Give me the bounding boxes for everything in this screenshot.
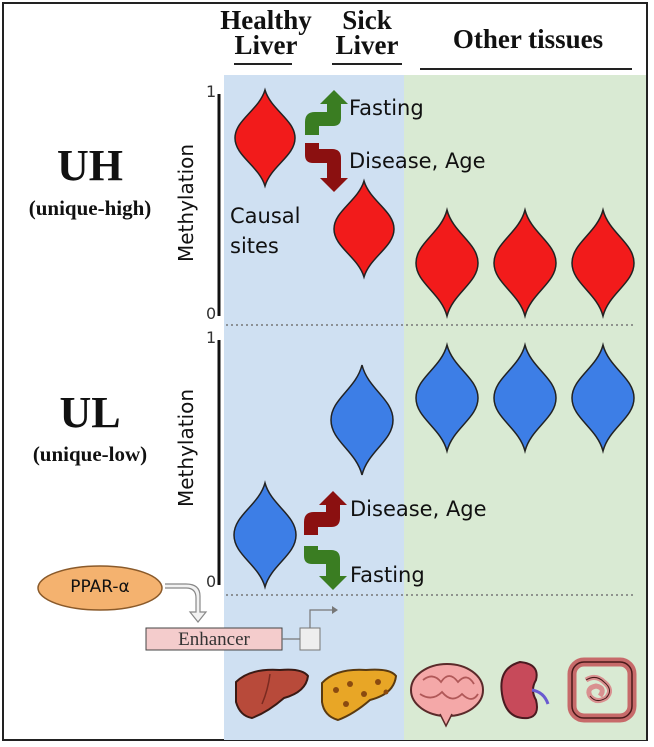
transcription-start-arrow [309,609,332,628]
uh-disease-down-arrow [305,143,348,192]
ul-kidney-shape [493,342,557,454]
gene-box [299,627,321,651]
figure-frame [2,2,648,741]
uh-fasting-up-arrow [305,90,348,135]
header-sick-underline [332,63,402,65]
ul-intestine-shape [571,342,635,454]
intestine-icon [567,657,637,723]
header-sick-line1: Sick [342,5,392,35]
uh-healthy-liver-shape [234,87,296,189]
ul-brain-shape [415,342,479,454]
uh-subtitle: (unique-high) [28,196,152,220]
uh-kidney-shape [493,207,557,319]
causal-line2: sites [230,234,279,258]
ul-disease-age-label: Disease, Age [350,497,487,521]
uh-axis-min: 0 [206,304,217,323]
uh-brain-shape [415,207,479,319]
ul-fasting-down-arrow [304,546,347,590]
ul-axis-min: 0 [206,572,217,591]
ul-title: UL [59,388,121,437]
ul-subtitle: (unique-low) [32,442,148,466]
uh-sick-liver-shape [333,178,395,280]
liver-healthy-icon [235,668,310,720]
ul-fasting-label: Fasting [350,563,425,587]
header-healthy-underline [234,63,292,65]
ppar-to-enhancer-arrow [165,583,208,623]
header-healthy-line2: Liver [234,30,298,60]
uh-disease-age-label: Disease, Age [349,149,486,173]
header-sick-line2: Liver [335,30,399,60]
ppar-alpha-oval [37,565,163,611]
causal-line1: Causal [230,204,301,228]
header-other-underline [420,68,632,70]
header-other-tissues: Other tissues [452,24,604,54]
uh-axis-max: 1 [206,82,217,101]
header-healthy-liver: Healthy Liver [206,5,326,60]
uh-title: UH [57,141,123,190]
brain-icon [410,663,484,728]
header-healthy-line1: Healthy [220,5,312,35]
transcription-start-arrowhead [332,606,338,614]
ul-sick-liver-shape [330,364,394,476]
liver-sick-icon [321,668,398,722]
uh-intestine-shape [571,207,635,319]
ppar-alpha-label: PPAR-α [70,577,130,597]
enhancer-label: Enhancer [178,629,250,650]
uh-fasting-label: Fasting [349,96,424,120]
header-sick-liver: Sick Liver [322,5,412,60]
ul-healthy-liver-shape [233,480,297,590]
ul-axis-max: 1 [206,328,217,347]
ul-disease-up-arrow [304,491,347,535]
causal-sites-label: Causal sites [230,201,301,261]
kidney-icon [500,660,550,720]
